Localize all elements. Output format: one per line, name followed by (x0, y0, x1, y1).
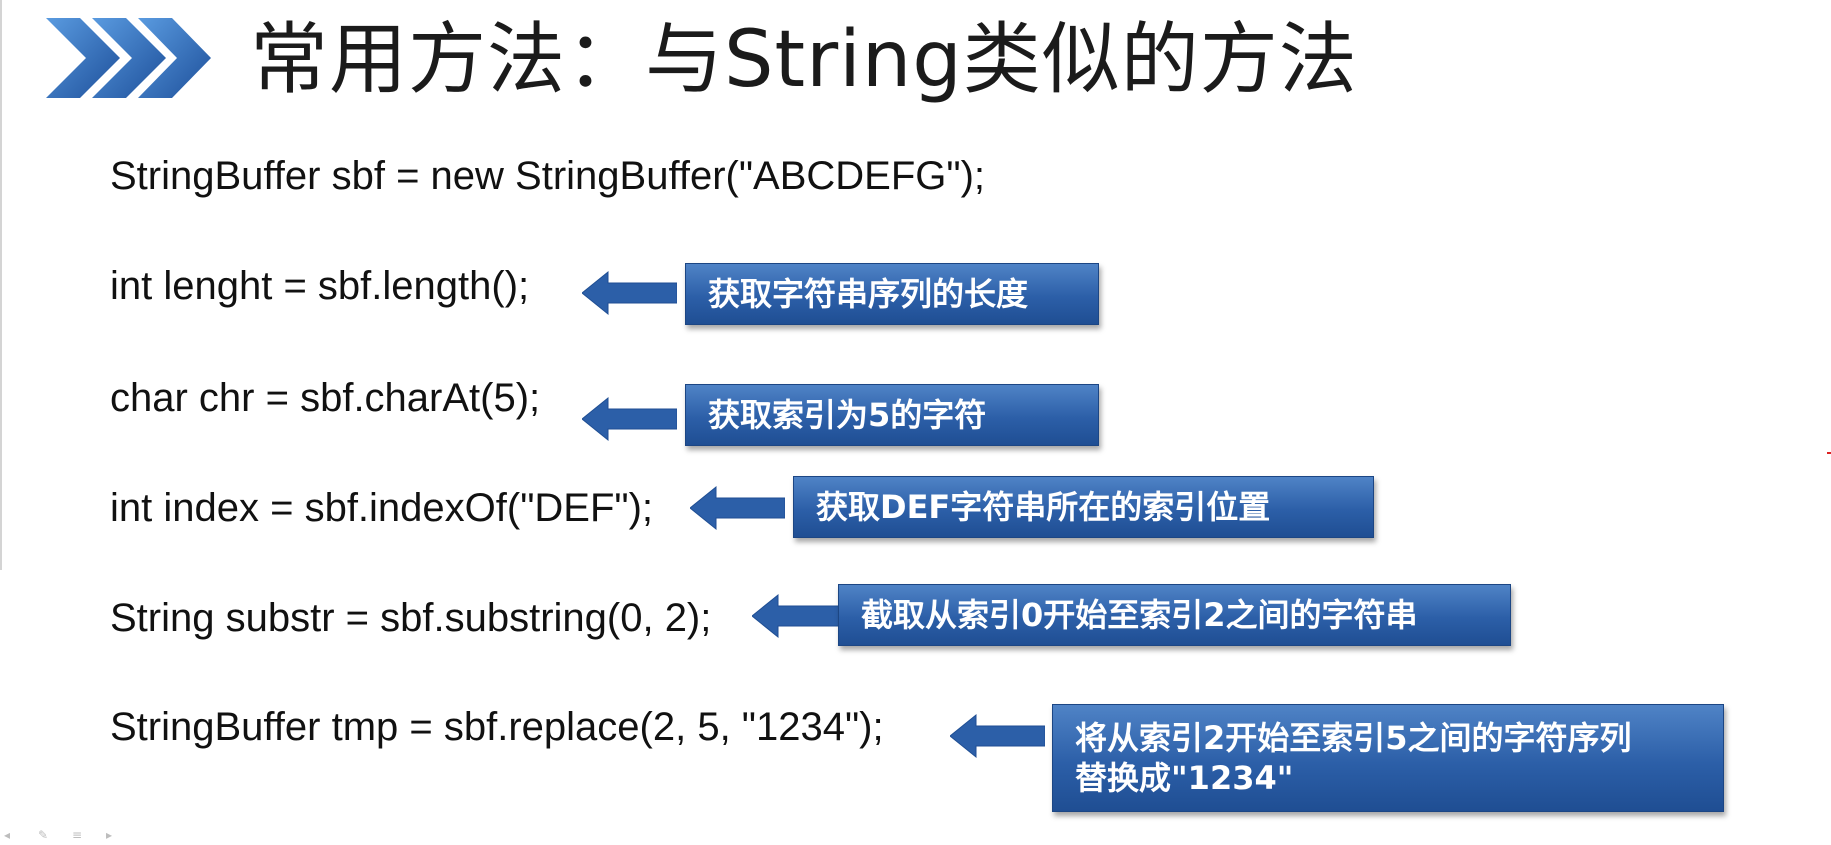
callout-replace-line1: 将从索引2开始至索引5之间的字符序列 (1075, 719, 1632, 757)
code-line-constructor: StringBuffer sbf = new StringBuffer("ABC… (110, 154, 986, 198)
callout-replace-line2: 替换成"1234" (1075, 759, 1294, 797)
code-line-indexof: int index = sbf.indexOf("DEF"); (110, 486, 654, 530)
left-border (0, 0, 2, 570)
code-line-replace: StringBuffer tmp = sbf.replace(2, 5, "12… (110, 705, 884, 749)
left-arrow-icon (582, 270, 677, 316)
pen-icon[interactable]: ✎ (38, 828, 49, 842)
prev-icon[interactable]: ◂ (4, 828, 11, 842)
left-arrow-icon (752, 593, 847, 639)
menu-icon[interactable]: ≡ (72, 828, 83, 842)
slide-controls[interactable]: ◂ ✎ ≡ ▸ (4, 828, 120, 844)
next-icon[interactable]: ▸ (106, 828, 113, 842)
triple-chevron-right-icon (46, 18, 211, 98)
code-line-substring: String substr = sbf.substring(0, 2); (110, 596, 712, 640)
code-line-length: int lenght = sbf.length(); (110, 264, 530, 308)
page-title: 常用方法：与String类似的方法 (250, 15, 1358, 105)
callout-substring: 截取从索引0开始至索引2之间的字符串 (838, 584, 1511, 646)
callout-indexof: 获取DEF字符串所在的索引位置 (793, 476, 1374, 538)
callout-charat: 获取索引为5的字符 (685, 384, 1099, 446)
left-arrow-icon (690, 485, 785, 531)
red-mark (1827, 452, 1831, 454)
callout-length: 获取字符串序列的长度 (685, 263, 1099, 325)
code-line-charat: char chr = sbf.charAt(5); (110, 376, 541, 420)
left-arrow-icon (582, 396, 677, 442)
left-arrow-icon (950, 713, 1045, 759)
callout-replace: 将从索引2开始至索引5之间的字符序列 替换成"1234" (1052, 704, 1724, 812)
